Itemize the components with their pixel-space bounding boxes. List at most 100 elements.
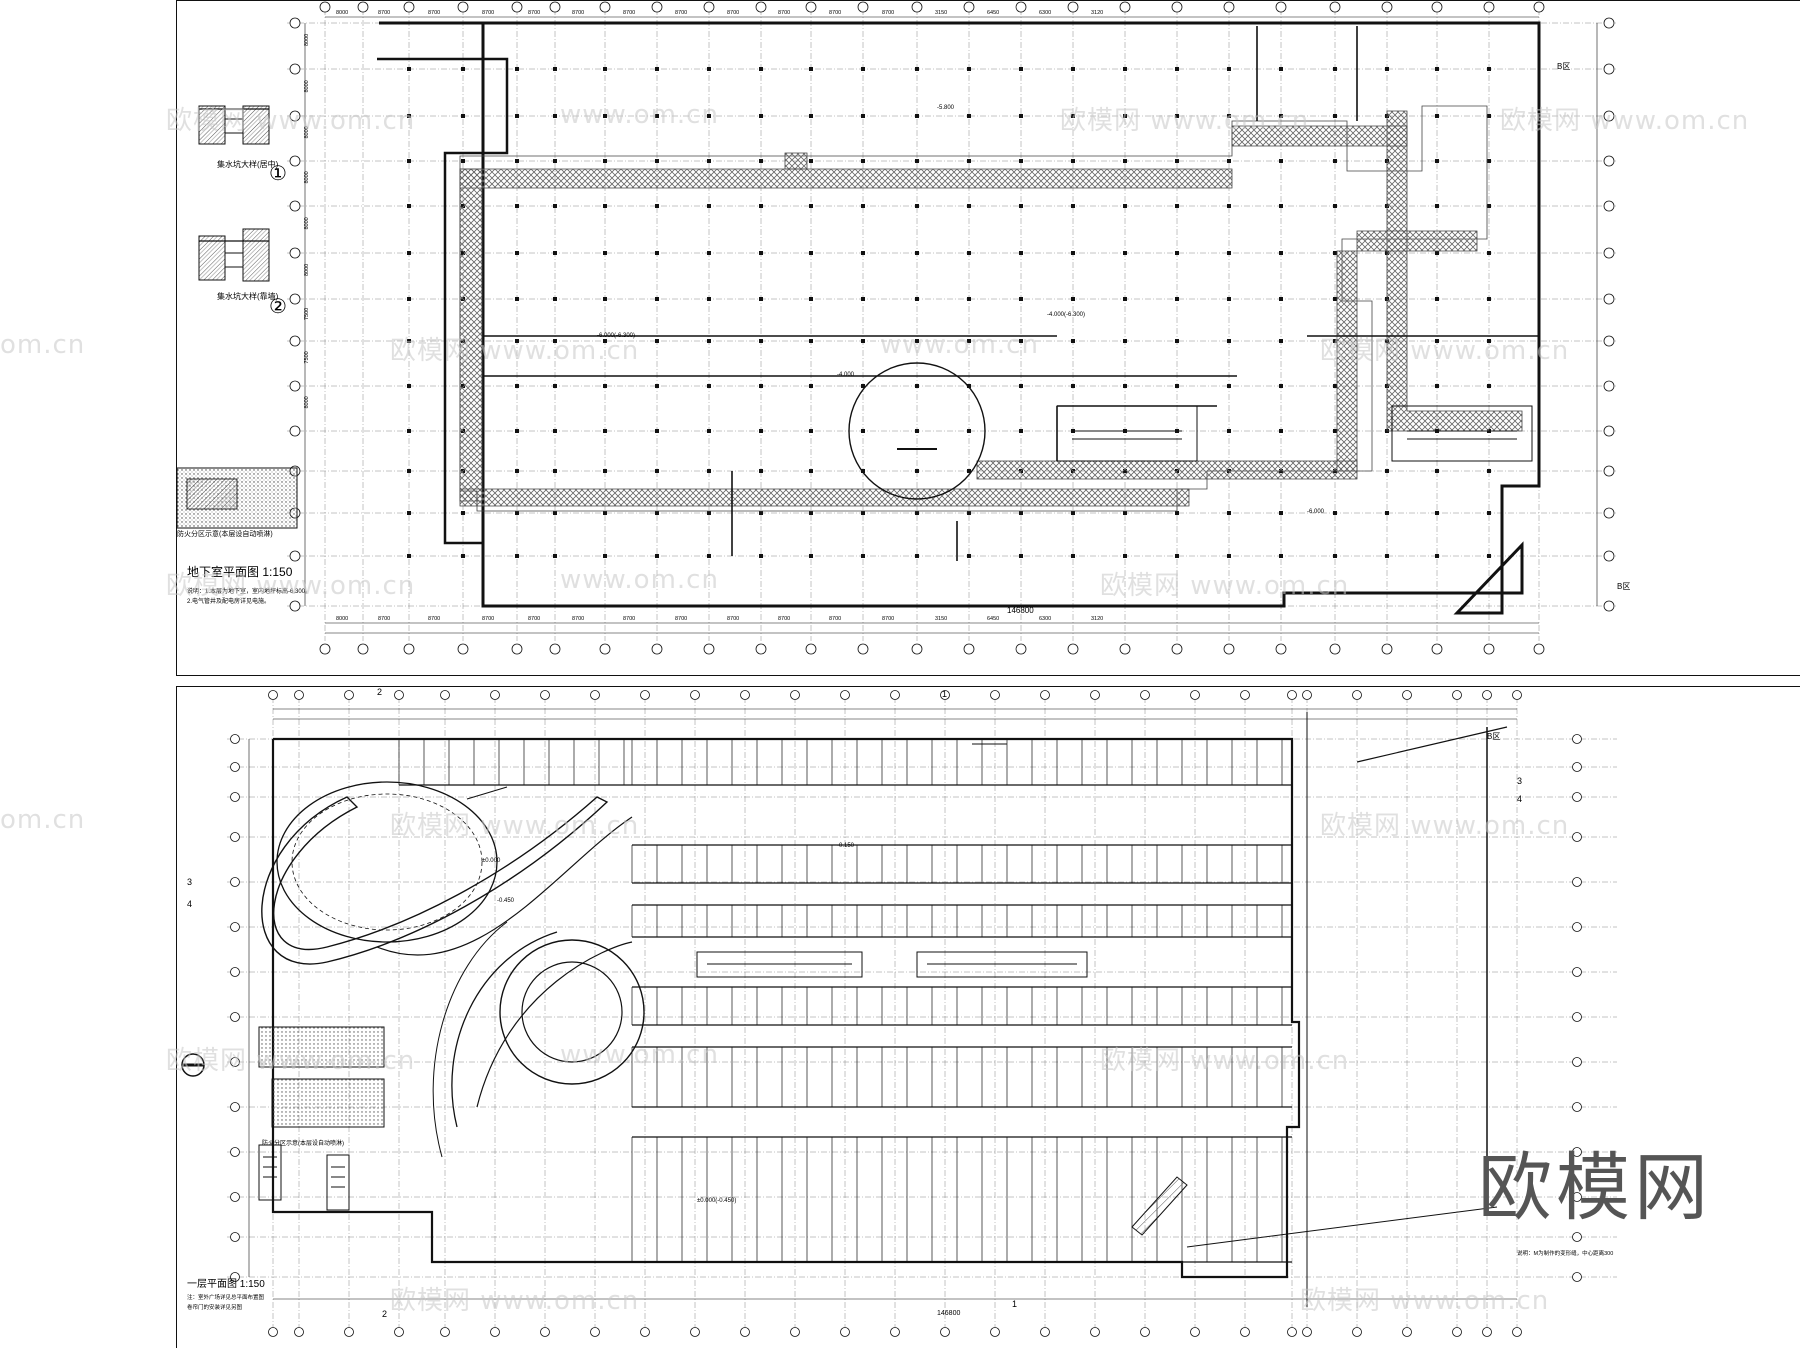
axis-bubble	[289, 200, 301, 212]
dimension-label: 8700	[829, 616, 841, 622]
dimension-label: 6450	[987, 10, 999, 16]
detail-2-caption: 集水坑大样(靠墙)	[217, 291, 279, 301]
axis-bubble	[1572, 922, 1582, 932]
watermark: www.om.cn	[880, 330, 1039, 360]
dimension-label: 8700	[829, 10, 841, 16]
axis-bubble	[1603, 247, 1615, 259]
axis-bubble	[289, 293, 301, 305]
axis-bubble	[1482, 1327, 1492, 1337]
axis-bubble	[1275, 1, 1287, 13]
axis-bubble	[289, 550, 301, 562]
fire-corridor-hatch-5	[1231, 125, 1408, 147]
axis-bubble	[1572, 1147, 1582, 1157]
axis-bubble	[590, 690, 600, 700]
axis-bubble	[403, 643, 415, 655]
section-mark-4-right: 4	[1517, 794, 1522, 804]
axis-bubble	[511, 643, 523, 655]
curved-ramp-outer	[261, 796, 609, 965]
axis-bubble	[1431, 1, 1443, 13]
axis-bubble	[590, 1327, 600, 1337]
axis-bubble	[1352, 690, 1362, 700]
axis-bubble	[1603, 63, 1615, 75]
dimension-label: 8000	[304, 34, 310, 46]
axis-bubble	[640, 690, 650, 700]
dimension-label: 8000	[304, 217, 310, 229]
axis-bubble	[457, 1, 469, 13]
axis-bubble	[1603, 155, 1615, 167]
ground-plan-title: 一层平面图 1:150	[187, 1278, 265, 1290]
axis-bubble	[230, 1057, 240, 1067]
dimension-label: 3120	[1091, 10, 1103, 16]
basement-plan-title: 地下室平面图 1:150	[187, 564, 293, 579]
basement-plan-drawing: 8000800087008700870087008700870087008700…	[176, 1, 1630, 655]
axis-bubble	[740, 1327, 750, 1337]
axis-bubble	[289, 247, 301, 259]
axis-bubble	[1329, 1, 1341, 13]
axis-bubble	[1240, 690, 1250, 700]
ground-note-1: 注：室外广场详见总平面布置图	[187, 1293, 265, 1301]
section-mark-2: 2	[377, 687, 382, 697]
ground-elevation: ±0.000(-0.450)	[697, 1198, 736, 1204]
axis-bubble	[1223, 643, 1235, 655]
axis-bubble	[1090, 690, 1100, 700]
axis-bubble	[1572, 967, 1582, 977]
zone-B-angled	[1356, 726, 1508, 763]
axis-bubble	[1482, 690, 1492, 700]
axis-bubble	[230, 877, 240, 887]
dimension-label: 8000	[304, 264, 310, 276]
ground-entrance-arc-2	[432, 921, 508, 1158]
axis-bubble	[1402, 690, 1412, 700]
axis-bubble	[1603, 600, 1615, 612]
detail-1-number: ①	[269, 163, 287, 185]
axis-bubble	[963, 1, 975, 13]
ground-outer-wall	[271, 737, 1301, 1279]
axis-bubble	[1512, 690, 1522, 700]
axis-bubble	[319, 1, 331, 13]
axis-bubble	[230, 734, 240, 744]
axis-bubble	[805, 1, 817, 13]
dimension-label: 8700	[572, 10, 584, 16]
fire-zone-legend-caption: 防火分区示意(本层设自动喷淋)	[177, 529, 273, 538]
ground-note-right: 说明：M为制作的变形缝，中心距离300	[1517, 1249, 1613, 1257]
axis-bubble	[394, 1327, 404, 1337]
structural-grid	[227, 697, 1617, 1327]
structural-grid: 8000800087008700870087008700870087008700…	[287, 9, 1617, 641]
dimension-label: 8000	[336, 10, 348, 16]
axis-bubble	[490, 690, 500, 700]
axis-bubble	[990, 690, 1000, 700]
axis-bubble	[1302, 1327, 1312, 1337]
watermark: www.om.cn	[560, 565, 719, 595]
ground-entrance-arc	[451, 931, 558, 1128]
dimension-label: 8700	[882, 10, 894, 16]
axis-bubble	[490, 1327, 500, 1337]
axis-bubble	[1190, 690, 1200, 700]
axis-bubble	[1119, 1, 1131, 13]
axis-bubbles	[230, 690, 1582, 1337]
watermark: 欧模网 www.om.cn	[390, 811, 640, 841]
axis-bubble	[549, 643, 561, 655]
axis-bubble	[440, 1327, 450, 1337]
central-atrium-circle	[848, 362, 986, 500]
axis-bubble	[357, 1, 369, 13]
watermark: 欧模网 www.om.cn	[166, 1046, 416, 1076]
axis-bubble	[1352, 1327, 1362, 1337]
axis-bubble	[1572, 734, 1582, 744]
dimension-label: 8000	[304, 80, 310, 92]
axis-bubble	[840, 690, 850, 700]
axis-bubble	[1067, 1, 1079, 13]
watermark: 欧模网 www.om.cn	[1320, 336, 1570, 366]
dimension-label: 3120	[1091, 616, 1103, 622]
axis-bubble	[1381, 643, 1393, 655]
watermark: 欧模网 www.om.cn	[1100, 571, 1350, 601]
fire-corridor-hatch-4	[1386, 110, 1523, 432]
ground-atrium-outer	[499, 939, 645, 1085]
axis-bubble	[599, 1, 611, 13]
legend-block-1	[258, 1026, 385, 1068]
axis-bubble	[1119, 643, 1131, 655]
dimension-label: 8700	[727, 616, 739, 622]
elevation-label: -4.000	[837, 372, 855, 378]
axis-bubble	[230, 922, 240, 932]
curved-ramp-ellipse-inner	[291, 793, 483, 931]
dimension-label: 8700	[482, 616, 494, 622]
axis-bubble	[1090, 1327, 1100, 1337]
